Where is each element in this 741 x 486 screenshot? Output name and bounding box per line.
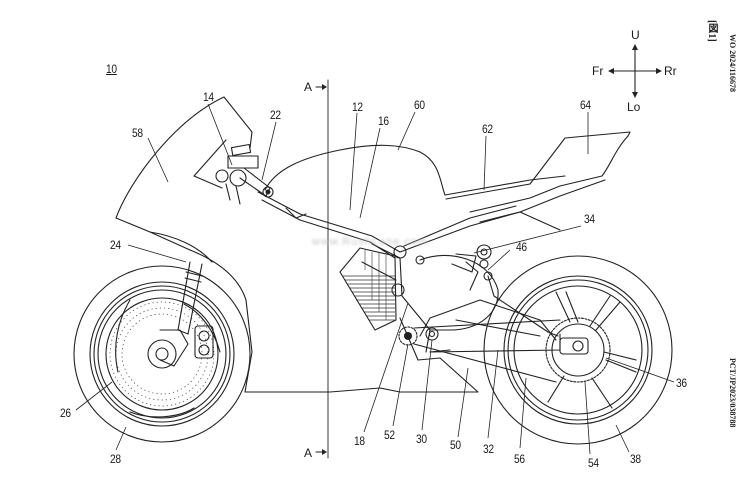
leader-lines [75, 103, 675, 455]
ref-16: 16 [378, 114, 389, 128]
ref-64: 64 [580, 98, 591, 112]
ref-30: 30 [416, 432, 427, 446]
ref-18: 18 [354, 434, 365, 448]
section-mark-a-top: A [304, 80, 313, 94]
watermark: www.RushLane.com [312, 236, 429, 248]
ref-32: 32 [483, 442, 494, 456]
tail-cowl [469, 131, 631, 231]
front-wheel [73, 265, 251, 443]
ref-50: 50 [450, 438, 461, 452]
section-mark-a-bottom: A [304, 446, 313, 460]
rear-sprocket [545, 317, 611, 383]
orientation-up-label: U [631, 28, 640, 42]
ref-38: 38 [630, 452, 641, 466]
application-number: PCT/JP2023/038788 [728, 358, 737, 428]
ref-56: 56 [514, 452, 525, 466]
ref-36: 36 [676, 376, 687, 390]
ref-54: 54 [588, 456, 599, 470]
figure-label: [図1] [706, 20, 717, 42]
ref-58: 58 [132, 126, 143, 140]
front-fork [159, 261, 214, 367]
ref-12: 12 [352, 100, 363, 114]
ref-26: 26 [60, 406, 71, 420]
figure-reference-10: 10 [106, 62, 117, 76]
ref-28: 28 [110, 452, 121, 466]
ref-34: 34 [584, 212, 595, 226]
front-cowl [115, 96, 331, 393]
handlebar-cluster [215, 143, 274, 205]
orientation-front-label: Fr [592, 64, 604, 78]
publication-number: WO 2024/116678 [728, 34, 737, 93]
ref-22: 22 [270, 108, 281, 122]
ref-60: 60 [414, 98, 425, 112]
orientation-arrows [608, 44, 662, 98]
ref-46: 46 [516, 240, 527, 254]
orientation-down-label: Lo [627, 100, 641, 114]
frame [257, 191, 521, 353]
orientation-rear-label: Rr [664, 64, 677, 78]
ref-24: 24 [110, 238, 121, 252]
tank-cover [264, 144, 566, 200]
radiator [339, 247, 397, 331]
chain [413, 319, 561, 383]
section-line-a [315, 79, 329, 459]
ref-52: 52 [384, 428, 395, 442]
motor-housing [419, 254, 499, 331]
ref-62: 62 [482, 122, 493, 136]
ref-14: 14 [203, 90, 214, 104]
rear-wheel [483, 255, 673, 445]
